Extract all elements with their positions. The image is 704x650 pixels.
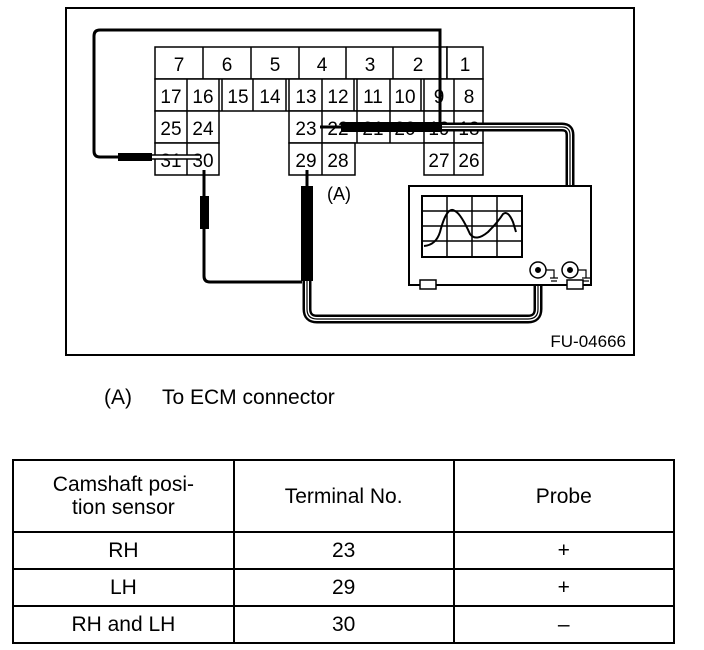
legend-text: To ECM connector bbox=[162, 386, 335, 409]
terminal-8: 8 bbox=[464, 87, 475, 108]
terminal-24: 24 bbox=[192, 119, 214, 140]
figure-id: FU-04666 bbox=[550, 332, 626, 351]
terminal-29: 29 bbox=[295, 151, 316, 172]
terminal-30: 30 bbox=[192, 151, 213, 172]
table-row: RH 23 + bbox=[12, 531, 675, 570]
table-header-row: Camshaft posi- tion sensor Terminal No. … bbox=[12, 459, 675, 533]
terminal-26: 26 bbox=[458, 151, 479, 172]
terminal-12: 12 bbox=[327, 87, 348, 108]
probe-input-channel-2 bbox=[561, 261, 590, 282]
ecm-connector bbox=[154, 46, 484, 176]
terminal-13: 13 bbox=[295, 87, 316, 108]
cell-terminal: 29 bbox=[232, 568, 455, 607]
probe-wire-terminal-30-lead bbox=[200, 170, 302, 284]
terminal-23: 23 bbox=[295, 119, 316, 140]
terminal-2: 2 bbox=[413, 55, 424, 76]
terminal-14: 14 bbox=[259, 87, 281, 108]
header-sensor: Camshaft posi- tion sensor bbox=[12, 459, 235, 533]
cell-sensor: LH bbox=[12, 568, 235, 607]
waveform bbox=[423, 209, 517, 247]
header-sensor-line2: tion sensor bbox=[72, 496, 175, 519]
terminal-5: 5 bbox=[270, 55, 281, 76]
cell-probe: – bbox=[452, 605, 675, 644]
header-terminal: Terminal No. bbox=[232, 459, 455, 533]
terminal-25: 25 bbox=[160, 119, 181, 140]
terminal-10: 10 bbox=[394, 87, 415, 108]
terminal-17: 17 bbox=[160, 87, 181, 108]
terminal-16: 16 bbox=[192, 87, 213, 108]
terminal-11: 11 bbox=[363, 87, 383, 108]
oscilloscope bbox=[408, 185, 592, 290]
terminal-3: 3 bbox=[365, 55, 376, 76]
probe-input-channel-1 bbox=[529, 261, 558, 282]
cell-probe: + bbox=[452, 568, 675, 607]
header-probe: Probe bbox=[452, 459, 675, 533]
cell-probe: + bbox=[452, 531, 675, 570]
terminal-31: 31 bbox=[160, 151, 181, 172]
terminal-7: 7 bbox=[174, 55, 185, 76]
legend-caption: (A) To ECM connector bbox=[104, 386, 335, 410]
terminal-27: 27 bbox=[428, 151, 449, 172]
oscilloscope-screen bbox=[421, 195, 523, 258]
cell-sensor: RH bbox=[12, 531, 235, 570]
cell-sensor: RH and LH bbox=[12, 605, 235, 644]
probe-wire-terminal-30 bbox=[92, 28, 442, 161]
terminal-4: 4 bbox=[317, 55, 328, 76]
terminal-table: Camshaft posi- tion sensor Terminal No. … bbox=[12, 459, 675, 644]
header-sensor-line1: Camshaft posi- bbox=[52, 473, 194, 496]
legend-key: (A) bbox=[104, 386, 132, 409]
terminal-15: 15 bbox=[227, 87, 248, 108]
terminal-1: 1 bbox=[460, 55, 471, 76]
terminal-6: 6 bbox=[222, 55, 233, 76]
callout-a: (A) bbox=[327, 184, 351, 204]
table-row: LH 29 + bbox=[12, 568, 675, 607]
wiring-diagram: 7 6 5 4 3 2 1 17 16 15 14 13 12 11 10 9 … bbox=[65, 7, 635, 356]
table-row: RH and LH 30 – bbox=[12, 605, 675, 644]
probe-wire-terminal-23 bbox=[320, 122, 575, 268]
cell-terminal: 30 bbox=[232, 605, 455, 644]
cell-terminal: 23 bbox=[232, 531, 455, 570]
probe-wire-terminal-29 bbox=[301, 170, 543, 324]
terminal-28: 28 bbox=[327, 151, 348, 172]
